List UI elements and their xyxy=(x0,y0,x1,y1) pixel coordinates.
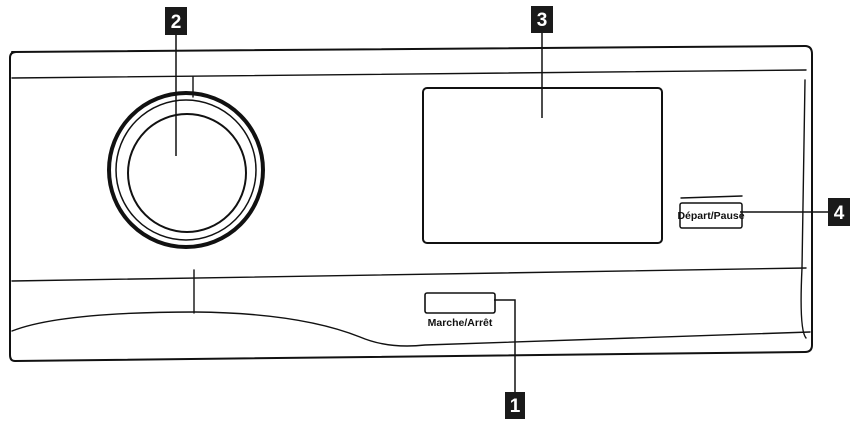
knob-outer-ring xyxy=(107,91,265,249)
panel-right-edge xyxy=(800,79,807,339)
start-pause-button-body xyxy=(679,202,743,229)
callout-1-leader xyxy=(494,299,516,392)
start-pause-button-top xyxy=(680,195,743,199)
callout-1-number: 1 xyxy=(510,396,521,417)
power-button[interactable]: Marche/Arrêt xyxy=(424,292,496,329)
callout-4-box xyxy=(828,198,850,226)
program-knob[interactable] xyxy=(107,91,265,249)
knob-inner-ring xyxy=(115,99,257,241)
start-pause-label: Départ/Pause xyxy=(677,210,744,222)
callout-3-box xyxy=(531,6,553,33)
start-pause-button[interactable]: Départ/Pause xyxy=(677,195,745,229)
callout-3-number: 3 xyxy=(537,10,548,31)
knob-dial xyxy=(127,113,247,233)
callout-1-box xyxy=(505,392,525,419)
power-label: Marche/Arrêt xyxy=(428,317,493,329)
callout-3: 3 xyxy=(531,6,553,33)
panel-top-edge xyxy=(11,69,807,79)
panel-mid-edge xyxy=(11,267,807,282)
control-panel xyxy=(9,45,813,362)
callout-1: 1 xyxy=(505,392,525,419)
callout-4-number: 4 xyxy=(834,203,845,224)
panel-lower-curve xyxy=(11,311,811,347)
callout-2-box xyxy=(165,7,187,35)
panel-outline xyxy=(9,45,813,362)
callout-4: 4 xyxy=(828,198,850,226)
callout-2-number: 2 xyxy=(171,12,182,33)
callout-2: 2 xyxy=(165,7,187,35)
power-button-body xyxy=(424,292,496,314)
